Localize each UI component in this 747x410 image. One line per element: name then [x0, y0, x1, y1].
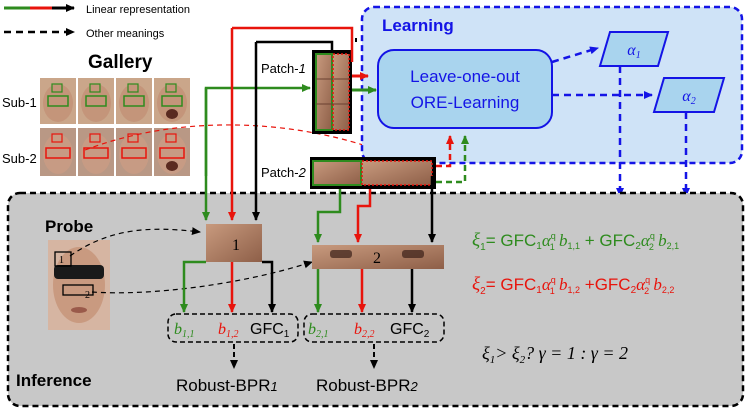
probe-label: Probe: [45, 217, 93, 236]
sub2-face-1: [40, 128, 76, 176]
probe-image: 1 2: [48, 240, 110, 330]
decision-rule: ξ1> ξ2? γ = 1 : γ = 2: [482, 343, 628, 366]
alpha1-node: α1: [598, 31, 670, 67]
inference-patch-1: 1: [206, 224, 262, 262]
alpha2-node: α2: [652, 77, 726, 113]
legend-other-label: Other meanings: [86, 28, 165, 40]
sub1-face-4: [154, 78, 190, 124]
legend: Linear representation Other meanings: [4, 4, 190, 40]
red-top-path: [232, 26, 354, 62]
gallery-patch-2: [310, 157, 436, 189]
legend-linear-label: Linear representation: [86, 4, 190, 16]
probe-region-1: 1: [59, 255, 64, 266]
gallery-patch-1: [312, 50, 352, 134]
robust-bpr1: Robust-BPR1: [176, 376, 278, 395]
inference-patch-2: 2: [312, 245, 444, 269]
ore-to-alpha1-arrow: [551, 46, 599, 64]
ore-learning-box: [377, 49, 553, 129]
gallery-faces: [40, 78, 190, 176]
gallery-sub2-label: Sub-2: [2, 151, 37, 166]
sub2-face-4: [154, 128, 190, 176]
inference-patch-1-number: 1: [232, 237, 240, 254]
patch1-label: Patch-1: [261, 61, 306, 76]
patch2-red-down-arrow: [354, 189, 372, 243]
patch2-label: Patch-2: [261, 165, 307, 180]
probe-to-patch2-dashed-arrow: [91, 260, 313, 294]
patch2-red-to-learning-arrow: [436, 135, 454, 168]
group1-box: [167, 313, 299, 343]
sub1-face-3: [116, 78, 152, 124]
patch1-to-b11-arrow: [180, 260, 206, 313]
sub1-face-1: [40, 78, 76, 124]
group1-gfc: GFC1: [250, 321, 290, 340]
learning-title: Learning: [382, 16, 454, 35]
sub2-face-3: [116, 128, 152, 176]
probe-to-patch1-dashed-arrow: [69, 227, 201, 257]
probe-region-2: 2: [85, 290, 90, 301]
ore-learning-line1: Leave-one-out: [410, 67, 520, 86]
inference-title: Inference: [16, 371, 92, 390]
gallery-title: Gallery: [88, 52, 153, 73]
group2-gfc: GFC2: [390, 321, 430, 340]
inference-patch-2-number: 2: [373, 250, 381, 267]
black-top-path: [256, 40, 334, 52]
inference-panel: [6, 191, 745, 408]
gallery-to-patch2-dashed-arrow: [84, 124, 416, 166]
ore-learning-line2: ORE-Learning: [411, 93, 520, 112]
robust-bpr2: Robust-BPR2: [316, 376, 418, 395]
sub1-to-patch1-arrow: [204, 84, 311, 176]
patch1-to-gfc1-arrow: [262, 260, 276, 313]
sunglasses: [54, 265, 104, 279]
sub1-face-2: [78, 78, 114, 124]
patch2-green-down-arrow: [314, 189, 342, 243]
sub2-face-2: [78, 128, 114, 176]
gallery-sub1-label: Sub-1: [2, 95, 37, 110]
